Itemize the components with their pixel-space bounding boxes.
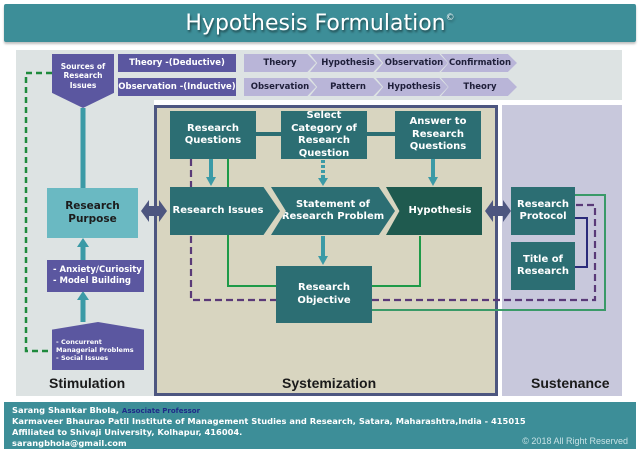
footer: Sarang Shankar Bhola, Associate Professo…	[4, 402, 636, 449]
inductive-step: Hypothesis	[376, 78, 448, 96]
author-name: Sarang Shankar Bhola,	[12, 405, 120, 415]
stimulation-label: Stimulation	[49, 375, 126, 391]
research-purpose: Research Purpose	[47, 188, 138, 238]
systemization-label: Systemization	[282, 375, 377, 391]
drivers-box: - Anxiety/Curiosity - Model Building	[47, 260, 144, 292]
deductive-step: Hypothesis	[310, 54, 382, 72]
research-objective: Research Objective	[276, 266, 372, 323]
author-role: Associate Professor	[121, 407, 201, 415]
inductive-label: Observation -(Inductive)	[118, 78, 236, 96]
sources-label: Sources of Research Issues	[60, 61, 106, 90]
page-title: Hypothesis Formulation©	[185, 10, 455, 36]
research-protocol: Research Protocol	[511, 187, 575, 235]
footer-email[interactable]: sarangbhola@gmail.com	[12, 438, 127, 448]
statement-of-research-problem: Statement of Research Problem	[271, 187, 395, 235]
copyright: © 2018 All Right Reserved	[522, 436, 628, 446]
select-category: Select Category of Research Question	[281, 110, 367, 159]
sustenance-label: Sustenance	[531, 375, 610, 391]
answer-to-research-questions: Answer to Research Questions	[395, 111, 481, 159]
deductive-label: Theory -(Deductive)	[118, 54, 236, 72]
footer-institute: Karmaveer Bhaurao Patil Institute of Man…	[12, 416, 526, 426]
research-issues: Research Issues	[170, 187, 280, 235]
research-questions: Research Questions	[170, 111, 256, 159]
issue-item: - Social Issues	[56, 354, 109, 363]
issues-box: - Concurrent Managerial Problems - Socia…	[52, 322, 144, 370]
driver-item: - Anxiety/Curiosity	[53, 265, 142, 276]
footer-author-line: Sarang Shankar Bhola, Associate Professo…	[12, 405, 200, 415]
title-bar: Hypothesis Formulation©	[4, 4, 636, 42]
deductive-step: Confirmation	[441, 54, 517, 72]
deductive-step: Observation	[376, 54, 448, 72]
title-of-research: Title of Research	[511, 242, 575, 290]
inductive-step: Theory	[441, 78, 517, 96]
inductive-step: Pattern	[310, 78, 382, 96]
deductive-step: Theory	[244, 54, 316, 72]
footer-affiliation: Affiliated to Shivaji University, Kolhap…	[12, 427, 243, 437]
hypothesis-box: Hypothesis	[386, 187, 482, 235]
issue-item: - Concurrent Managerial Problems	[56, 337, 134, 354]
driver-item: - Model Building	[53, 276, 131, 286]
inductive-step: Observation	[244, 78, 316, 96]
